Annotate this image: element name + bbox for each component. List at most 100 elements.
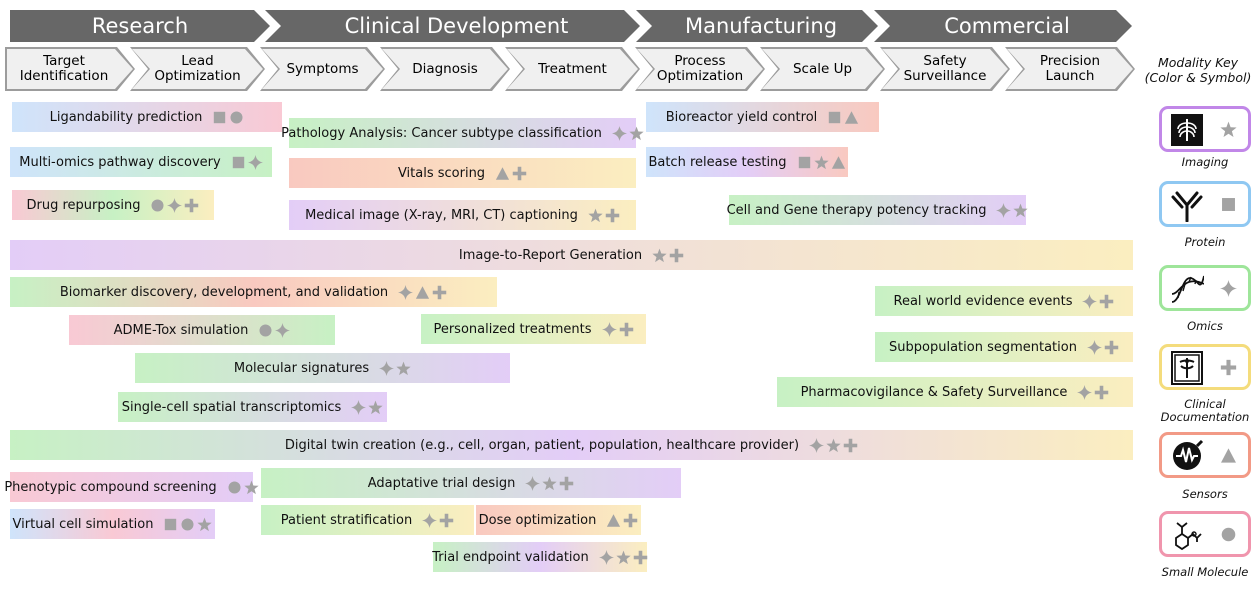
use-case-label: Multi-omics pathway discovery	[19, 154, 221, 170]
square-icon	[163, 517, 178, 532]
sparkle-icon	[611, 125, 627, 141]
use-case-label: Pharmacovigilance & Safety Surveillance	[800, 384, 1068, 400]
star-icon	[629, 126, 644, 141]
phase-research: Research	[10, 10, 270, 42]
use-case-bar: Batch release testing	[646, 147, 848, 177]
circle-icon	[1220, 526, 1237, 547]
modality-key-label: Protein	[1184, 235, 1226, 249]
step-chevron: Process Optimization	[635, 47, 765, 91]
triangle-icon	[831, 155, 846, 170]
star-icon	[542, 476, 557, 491]
circle-icon	[180, 517, 195, 532]
use-case-bar: Biomarker discovery, development, and va…	[10, 277, 497, 307]
use-case-bar: Subpopulation segmentation	[875, 332, 1133, 362]
plus-icon	[633, 550, 648, 565]
sparkle-icon	[601, 321, 617, 337]
plus-icon	[559, 476, 574, 491]
document-icon	[1170, 351, 1204, 385]
sparkle-icon	[351, 399, 367, 415]
use-case-bar: Cell and Gene therapy potency tracking	[727, 195, 1029, 225]
use-case-label: Dose optimization	[478, 512, 597, 528]
plus-icon	[669, 248, 684, 263]
use-case-bar: Vitals scoring	[289, 158, 636, 188]
use-case-label: Biomarker discovery, development, and va…	[59, 284, 389, 300]
modality-key-label: Small Molecule	[1161, 565, 1249, 579]
step-chevron: Scale Up	[760, 47, 885, 91]
step-chevron: Lead Optimization	[130, 47, 265, 91]
star-icon	[244, 480, 259, 495]
plus-icon	[619, 322, 634, 337]
use-case-label: Patient stratification	[280, 512, 413, 528]
use-case-bar: Adaptative trial design	[261, 468, 681, 498]
step-label: Lead Optimization	[132, 49, 263, 89]
step-chevron: Diagnosis	[380, 47, 510, 91]
plus-icon	[1099, 294, 1114, 309]
step-chevron: Safety Surveillance	[880, 47, 1010, 91]
use-case-bar: Pathology Analysis: Cancer subtype class…	[281, 118, 644, 148]
sparkle-icon	[1086, 339, 1102, 355]
sparkle-icon	[247, 154, 263, 170]
modality-key-imaging	[1159, 106, 1251, 152]
use-case-bar: Patient stratification	[261, 505, 474, 535]
sparkle-icon	[275, 322, 291, 338]
use-case-bar: Pharmacovigilance & Safety Surveillance	[777, 377, 1133, 407]
phase-commercial: Commercial	[874, 10, 1132, 42]
sparkle-icon	[1077, 384, 1093, 400]
modality-key-omics	[1159, 265, 1251, 311]
star-icon	[368, 400, 383, 415]
sparkle-icon	[167, 197, 183, 213]
step-label: Precision Launch	[1007, 49, 1133, 89]
antibody-icon	[1170, 188, 1204, 223]
molecule-icon	[1170, 518, 1204, 552]
circle-icon	[150, 198, 165, 213]
use-case-bar: Personalized treatments	[421, 314, 646, 344]
modality-key-label: Omics	[1187, 319, 1223, 333]
square-icon	[1220, 196, 1237, 217]
plus-icon	[605, 208, 620, 223]
plus-icon	[843, 438, 858, 453]
plus-icon	[432, 285, 447, 300]
use-case-label: Batch release testing	[648, 154, 787, 170]
triangle-icon	[606, 513, 621, 528]
square-icon	[827, 110, 842, 125]
use-case-label: Adaptative trial design	[367, 475, 516, 491]
dna-icon	[1170, 272, 1205, 306]
sensor-icon	[1170, 439, 1204, 473]
use-case-label: Pathology Analysis: Cancer subtype class…	[281, 125, 602, 141]
sparkle-icon	[379, 360, 395, 376]
step-label: Scale Up	[762, 49, 883, 89]
plus-icon	[184, 198, 199, 213]
triangle-icon	[415, 285, 430, 300]
use-case-bar: Single-cell spatial transcriptomics	[118, 392, 387, 422]
step-label: Process Optimization	[637, 49, 763, 89]
use-case-label: Drug repurposing	[26, 197, 141, 213]
modality-key-protein	[1159, 181, 1251, 227]
star-icon	[1220, 121, 1237, 142]
step-chevron: Precision Launch	[1005, 47, 1135, 91]
use-case-label: Digital twin creation (e.g., cell, organ…	[284, 437, 800, 453]
sparkle-icon	[598, 549, 614, 565]
modality-key-label: Clinical Documentation	[1160, 397, 1250, 424]
use-case-bar: Image-to-Report Generation	[10, 240, 1133, 270]
plus-icon	[623, 513, 638, 528]
modality-key-label: Imaging	[1181, 155, 1229, 169]
star-icon	[197, 517, 213, 532]
use-case-label: Image-to-Report Generation	[458, 247, 643, 263]
use-case-label: Medical image (X-ray, MRI, CT) captionin…	[305, 207, 578, 223]
modality-key-sensors	[1159, 432, 1251, 478]
phase-manufacturing: Manufacturing	[636, 10, 878, 42]
modality-key-clinical-documentation	[1159, 344, 1251, 390]
modality-key-small-molecule	[1159, 511, 1251, 557]
use-case-label: ADME-Tox simulation	[113, 322, 249, 338]
use-case-bar: Molecular signatures	[135, 353, 510, 383]
sparkle-icon	[1082, 293, 1098, 309]
use-case-label: Bioreactor yield control	[665, 109, 818, 125]
use-case-bar: Digital twin creation (e.g., cell, organ…	[10, 430, 1133, 460]
step-label: Safety Surveillance	[882, 49, 1008, 89]
use-case-label: Single-cell spatial transcriptomics	[121, 399, 342, 415]
square-icon	[797, 155, 812, 170]
xray-icon	[1170, 113, 1204, 147]
modality-key-label: Sensors	[1182, 487, 1228, 501]
use-case-label: Vitals scoring	[397, 165, 486, 181]
use-case-bar: Bioreactor yield control	[646, 102, 879, 132]
